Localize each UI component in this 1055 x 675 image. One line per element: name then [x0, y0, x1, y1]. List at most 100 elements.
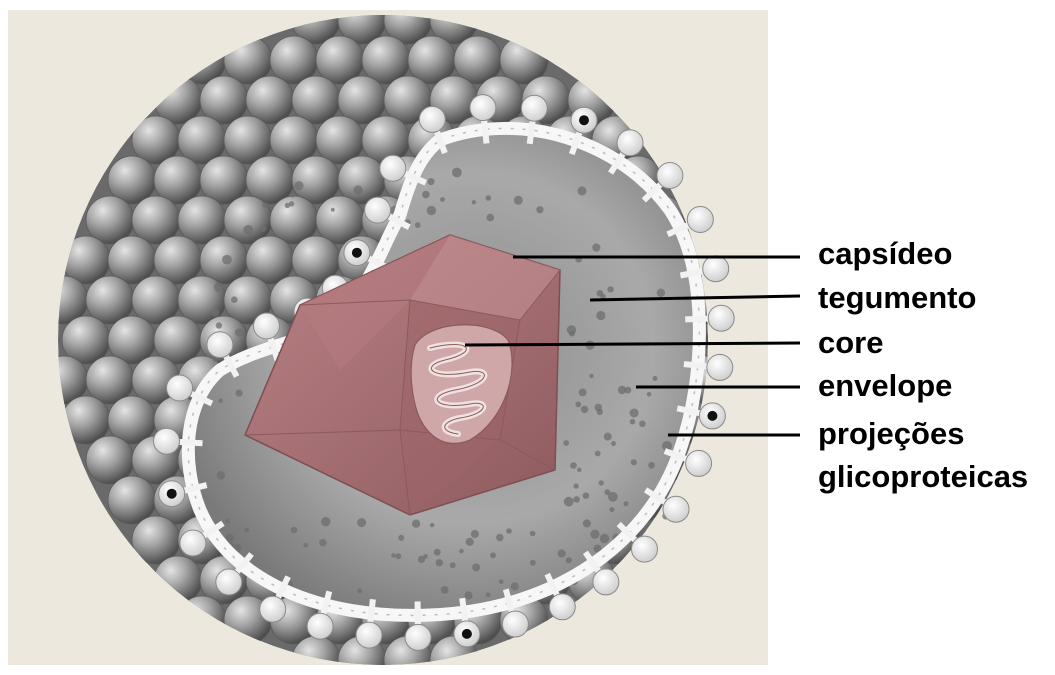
tegument-granule [490, 552, 496, 558]
tegument-granule [231, 296, 238, 303]
label-capsideo: capsídeo [818, 236, 952, 272]
tegument-granule [611, 441, 616, 446]
tegument-granule [499, 579, 504, 584]
tegument-granule [530, 531, 536, 537]
tegument-granule [579, 389, 587, 397]
tegument-granule [423, 554, 428, 559]
tegument-granule [599, 480, 604, 485]
tegument-granule [262, 202, 268, 208]
tegument-granule [216, 471, 225, 480]
tegument-granule [657, 289, 665, 297]
tegument-granule [290, 193, 295, 198]
tegument-granule [600, 534, 609, 543]
tegument-granule [496, 534, 503, 541]
tegument-granule [589, 374, 593, 378]
tegument-granule [412, 520, 420, 528]
tegument-granule [647, 392, 652, 397]
tegument-granule [607, 286, 613, 292]
tegument-granule [291, 527, 298, 534]
tegument-granule [578, 186, 587, 195]
tegument-granule [514, 196, 523, 205]
tegument-granule [353, 185, 362, 194]
tegument-granule [244, 225, 254, 235]
label-core: core [818, 325, 883, 361]
tegument-granule [630, 419, 636, 425]
label-envelope: envelope [818, 368, 952, 404]
tegument-granule [569, 331, 575, 337]
label-tegumento: tegumento [818, 280, 976, 316]
tegument-granule [415, 222, 421, 228]
tegument-granule [211, 309, 219, 317]
tegument-granule [595, 451, 601, 457]
tegument-granule [436, 559, 443, 566]
tegument-granule [427, 206, 436, 215]
tegument-granule [428, 178, 435, 185]
tegument-granule [391, 553, 395, 557]
tegument-granule [566, 557, 572, 563]
tegument-granule [472, 564, 480, 572]
tegument-granule [319, 539, 326, 546]
tegument-granule [486, 593, 491, 598]
tegument-granule [631, 459, 637, 465]
tegument-granule [440, 197, 445, 202]
tegument-granule [583, 492, 590, 499]
tegument-granule [434, 549, 441, 556]
tegument-granule [218, 398, 223, 403]
tegument-granule [321, 517, 330, 526]
tegument-granule [422, 191, 430, 199]
tegument-granule [311, 217, 315, 221]
tegument-granule [639, 421, 646, 428]
tegument-granule [222, 255, 232, 265]
tegument-granule [624, 501, 629, 506]
glycoprotein-sphere [178, 596, 226, 644]
tegument-granule [563, 440, 569, 446]
tegument-granule [450, 562, 456, 568]
tegument-granule [357, 588, 362, 593]
tegument-granule [609, 507, 614, 512]
tegument-granule [511, 582, 519, 590]
tegument-granule [573, 496, 580, 503]
tegument-granule [304, 543, 309, 548]
tegument-granule [596, 311, 605, 320]
tegument-granule [575, 402, 581, 408]
tegument-granule [441, 586, 449, 594]
tegument-granule [226, 534, 234, 542]
tegument-granule [595, 404, 603, 412]
tegument-granule [648, 462, 655, 469]
tegument-granule [398, 535, 404, 541]
tegument-granule [506, 528, 512, 534]
tegument-granule [590, 530, 599, 539]
tegument-granule [486, 195, 492, 201]
tegument-granule [466, 538, 474, 546]
tegument-granule [225, 519, 230, 524]
tegument-granule [530, 560, 536, 566]
tegument-granule [464, 591, 472, 599]
tegument-granule [630, 409, 639, 418]
tegument-granule [487, 214, 495, 222]
label-projecoes: projeções [818, 416, 964, 452]
tegument-granule [564, 497, 574, 507]
tegument-granule [604, 433, 612, 441]
tegument-granule [430, 523, 434, 527]
tegument-granule [357, 518, 366, 527]
tegument-granule [471, 530, 479, 538]
tegument-granule [577, 468, 581, 472]
tegument-granule [331, 208, 335, 212]
tegument-granule [608, 492, 618, 502]
tegument-granule [558, 549, 566, 557]
tegument-granule [581, 406, 588, 413]
tegument-granule [618, 386, 626, 394]
tegument-granule [472, 200, 476, 204]
leader-line-core [465, 343, 800, 345]
tegument-granule [459, 549, 464, 554]
tegument-granule [285, 203, 290, 208]
tegument-granule [214, 282, 224, 292]
tegument-granule [244, 528, 249, 533]
tegument-granule [395, 553, 401, 559]
tegument-granule [235, 328, 244, 337]
tegument-granule [294, 181, 303, 190]
tegument-granule [583, 519, 591, 527]
tegument-granule [592, 244, 600, 252]
